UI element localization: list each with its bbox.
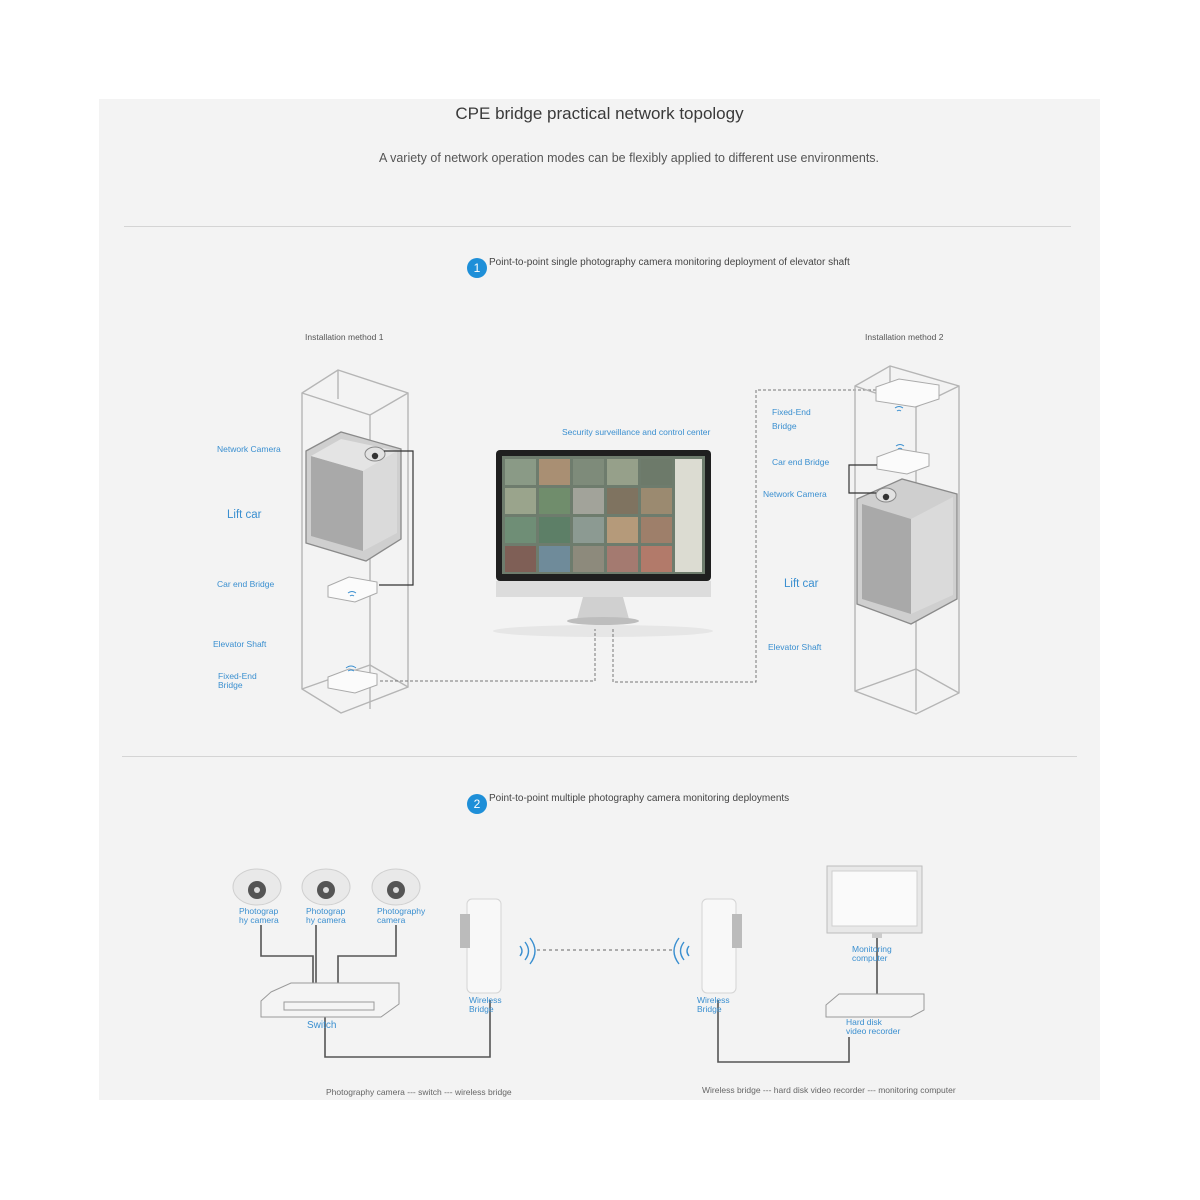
wireless-bridge-label-right-line1: Wireless (697, 995, 730, 1005)
network-switch (260, 982, 400, 1018)
wireless-bridge-label-right-line2: Bridge (697, 1004, 722, 1015)
fixed-end-bridge-left (327, 665, 378, 694)
page-subtitle: A variety of network operation modes can… (378, 151, 880, 165)
dome-camera-2 (301, 868, 351, 906)
section-heading-2: Point-to-point multiple photography came… (489, 793, 790, 804)
car-end-bridge-right (876, 444, 930, 475)
topology-artwork (232, 365, 960, 1063)
network-camera-label-right: Network Camera (763, 489, 827, 499)
elevator-shaft-label-right: Elevator Shaft (768, 642, 822, 652)
camera-label-2-line1: Photograp (306, 906, 346, 916)
installation-method-2-title: Installation method 2 (865, 332, 944, 342)
camera-label-2-line2: hy camera (306, 915, 346, 926)
camera-label-3-line1: Photography (377, 906, 426, 916)
section-number-1: 1 (467, 258, 487, 278)
wireless-waves (519, 937, 690, 965)
fixed-end-bridge-label-right-line2: Bridge (772, 421, 797, 431)
page-title: CPE bridge practical network topology (455, 104, 744, 123)
wireless-bridge-label-left-line2: Bridge (469, 1004, 494, 1015)
fixed-end-bridge-label-right-line1: Fixed-End (772, 407, 811, 417)
hard-disk-recorder (825, 993, 925, 1018)
camera-label-1: Photograp hy camera (239, 906, 279, 926)
wireless-bridge-left-device (460, 898, 502, 994)
wireless-bridge-label-left: Wireless Bridge (469, 995, 502, 1015)
section-number-2: 2 (467, 794, 487, 814)
fixed-end-bridge-label-left-line1: Fixed-End (218, 671, 257, 681)
divider-middle (122, 756, 1077, 757)
wireless-bridge-label-right: Wireless Bridge (697, 995, 730, 1015)
lift-car-label-left: Lift car (227, 509, 262, 521)
dome-camera-1 (232, 868, 282, 906)
divider-top (124, 226, 1071, 227)
wireless-bridge-label-left-line1: Wireless (469, 995, 502, 1005)
car-end-bridge-label-left: Car end Bridge (217, 579, 275, 589)
car-end-bridge-left (327, 576, 378, 603)
fixed-end-bridge-label-right: Fixed-End Bridge (772, 405, 811, 433)
monitor-center (493, 450, 713, 637)
switch-label: Switch (307, 1020, 337, 1031)
lift-car-label-right: Lift car (784, 578, 819, 590)
caption-right: Wireless bridge --- hard disk video reco… (702, 1085, 956, 1095)
camera-label-2: Photograp hy camera (306, 906, 346, 926)
monitoring-computer-label: Monitoring computer (852, 944, 892, 964)
camera-label-1-line1: Photograp (239, 906, 279, 916)
camera-label-3-line2: camera (377, 915, 406, 926)
section-heading-1: Point-to-point single photography camera… (489, 257, 850, 268)
recorder-label-line2: video recorder (846, 1026, 901, 1037)
camera-label-3: Photography camera (377, 906, 426, 926)
lift-car-left (305, 431, 402, 562)
fixed-end-bridge-right (875, 378, 940, 412)
lift-car-right (856, 478, 958, 625)
dome-cameras (232, 868, 421, 906)
wireless-bridge-right-device (701, 898, 742, 994)
control-center-label: Security surveillance and control center (562, 427, 711, 437)
fixed-end-bridge-label-left: Fixed-End Bridge (218, 671, 257, 691)
caption-left: Photography camera --- switch --- wirele… (326, 1087, 512, 1097)
network-camera-right (875, 487, 897, 503)
monitoring-computer-label-line1: Monitoring (852, 944, 892, 954)
network-camera-left (364, 446, 386, 462)
monitoring-computer-label-line2: computer (852, 953, 888, 964)
installation-method-1-title: Installation method 1 (305, 332, 384, 342)
dome-camera-3 (371, 868, 421, 906)
recorder-label-line1: Hard disk (846, 1017, 882, 1027)
network-camera-label-left: Network Camera (217, 444, 281, 454)
car-end-bridge-label-right: Car end Bridge (772, 457, 830, 467)
monitoring-computer (826, 865, 923, 938)
fixed-end-bridge-label-left-line2: Bridge (218, 680, 243, 691)
diagram-canvas: CPE bridge practical network topology A … (99, 99, 1100, 1100)
recorder-label: Hard disk video recorder (846, 1017, 901, 1037)
elevator-shaft-label-left: Elevator Shaft (213, 639, 267, 649)
camera-label-1-line2: hy camera (239, 915, 279, 926)
